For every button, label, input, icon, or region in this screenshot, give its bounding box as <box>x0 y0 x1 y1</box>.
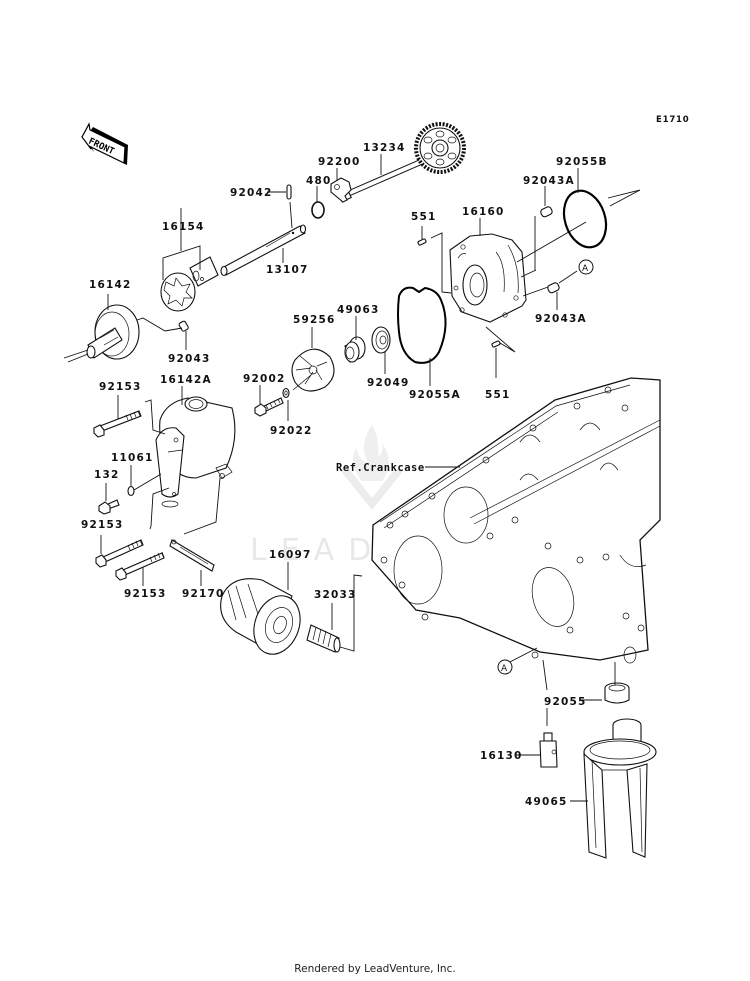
part-label-11061[interactable]: 11061 <box>111 452 154 464</box>
part-92153-bolt-lower[interactable] <box>115 551 165 581</box>
part-59256-impeller[interactable] <box>291 348 335 392</box>
part-label-92049[interactable]: 92049 <box>367 377 410 389</box>
part-label-132[interactable]: 132 <box>94 469 120 481</box>
part-92153-bolt-upper[interactable] <box>93 410 142 438</box>
part-label-92055[interactable]: 92055 <box>544 696 587 708</box>
part-92002-bolt[interactable] <box>254 397 284 417</box>
part-label-92153-upper[interactable]: 92153 <box>99 381 142 393</box>
part-16160-pump-cover[interactable] <box>449 233 527 323</box>
part-label-59256[interactable]: 59256 <box>293 314 336 326</box>
part-label-16160[interactable]: 16160 <box>462 206 505 218</box>
part-16154-rotor[interactable] <box>160 256 219 312</box>
part-92055b-o-ring[interactable] <box>557 185 613 253</box>
part-label-92043a-lower[interactable]: 92043A <box>535 313 587 325</box>
part-11061-washer[interactable] <box>127 485 135 497</box>
callout-a-label-lower: A <box>501 664 508 674</box>
callout-a-label-upper: A <box>582 264 589 274</box>
part-label-92200[interactable]: 92200 <box>318 156 361 168</box>
part-label-92055a[interactable]: 92055A <box>409 389 461 401</box>
part-16130-oil-pressure-fitting[interactable] <box>539 732 558 768</box>
part-480-circlip[interactable] <box>311 201 325 219</box>
part-13107-pump-shaft[interactable] <box>220 224 307 277</box>
footer-credit: Rendered by LeadVenture, Inc. <box>294 963 456 975</box>
part-16142-pump-body[interactable] <box>86 304 140 360</box>
part-92043a-dowel-lower[interactable] <box>547 282 560 294</box>
part-92049-oil-seal[interactable] <box>371 326 391 354</box>
part-label-49063[interactable]: 49063 <box>337 304 380 316</box>
part-92042-pin[interactable] <box>286 184 292 200</box>
part-label-92153-lower[interactable]: 92153 <box>124 588 167 600</box>
part-label-13234[interactable]: 13234 <box>363 142 406 154</box>
callout-a-upper: A <box>578 259 594 275</box>
part-label-551-upper[interactable]: 551 <box>411 211 437 223</box>
part-label-480[interactable]: 480 <box>306 175 332 187</box>
part-label-16130[interactable]: 16130 <box>480 750 523 762</box>
part-label-92153-middle[interactable]: 92153 <box>81 519 124 531</box>
part-label-16142a[interactable]: 16142A <box>160 374 212 386</box>
part-32033-fitting[interactable] <box>306 624 341 653</box>
part-92055-drain-plug[interactable] <box>604 682 630 704</box>
part-92043-dowel-pin[interactable] <box>178 320 189 332</box>
part-16142a-pump-housing[interactable] <box>155 396 236 508</box>
part-label-92022[interactable]: 92022 <box>270 425 313 437</box>
part-label-92043a-upper[interactable]: 92043A <box>523 175 575 187</box>
part-label-551-lower[interactable]: 551 <box>485 389 511 401</box>
part-92153-bolt-middle[interactable] <box>95 539 144 568</box>
part-label-16097[interactable]: 16097 <box>269 549 312 561</box>
part-label-16142[interactable]: 16142 <box>89 279 132 291</box>
part-label-92170[interactable]: 92170 <box>182 588 225 600</box>
part-49063-mechanical-seal[interactable] <box>344 336 366 363</box>
part-92200-plate[interactable] <box>330 177 352 203</box>
part-92022-washer[interactable] <box>282 387 290 399</box>
part-label-92043[interactable]: 92043 <box>168 353 211 365</box>
part-92043a-dowel-upper[interactable] <box>540 206 553 218</box>
callout-a-lower: A <box>497 659 513 675</box>
part-92170-strap[interactable] <box>169 539 215 572</box>
part-label-49065[interactable]: 49065 <box>525 796 568 808</box>
part-label-16154[interactable]: 16154 <box>162 221 205 233</box>
part-label-92002[interactable]: 92002 <box>243 373 286 385</box>
part-132-bolt[interactable] <box>98 499 120 515</box>
part-label-13107[interactable]: 13107 <box>266 264 309 276</box>
part-551-pin-upper[interactable] <box>417 238 427 246</box>
part-label-92042[interactable]: 92042 <box>230 187 273 199</box>
part-label-92055b[interactable]: 92055B <box>556 156 608 168</box>
part-label-32033[interactable]: 32033 <box>314 589 357 601</box>
part-16097-oil-filter[interactable] <box>220 578 308 661</box>
diagram-code: E1710 <box>656 115 689 125</box>
crankcase-reference <box>371 377 661 664</box>
part-551-pin-lower[interactable] <box>491 340 501 348</box>
ref-crankcase-label: Ref.Crankcase <box>336 462 425 474</box>
part-49065-oil-strainer[interactable] <box>583 718 657 859</box>
front-arrow-icon: FRONT <box>81 122 128 165</box>
part-92055a-gasket[interactable] <box>397 286 447 364</box>
